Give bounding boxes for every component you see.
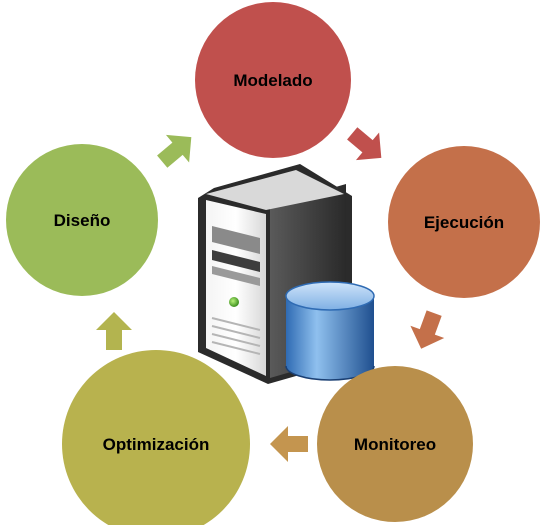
- server-tower-top: [206, 170, 344, 210]
- node-label: Modelado: [233, 71, 312, 90]
- node-diseno: Diseño: [6, 144, 158, 296]
- arrow-monitoreo-to-optimizacion: [270, 426, 308, 462]
- drive-bay: [212, 266, 260, 286]
- node-circle: [317, 366, 473, 522]
- cycle-arrows: [96, 127, 445, 462]
- cycle-nodes: Modelado Ejecución Monitoreo Optimizació…: [6, 2, 540, 525]
- vent-lines: [211, 317, 261, 355]
- node-optimizacion: Optimización: [62, 350, 250, 525]
- drive-bay: [212, 226, 260, 254]
- node-label: Diseño: [54, 211, 111, 230]
- server-tower-front: [206, 200, 266, 376]
- node-label: Optimización: [103, 435, 210, 454]
- node-circle: [6, 144, 158, 296]
- arrow-diseno-to-modelado: [157, 134, 192, 168]
- node-monitoreo: Monitoreo: [317, 366, 473, 522]
- arrow-ejecucion-to-monitoreo: [410, 310, 445, 349]
- node-label: Ejecución: [424, 213, 504, 232]
- node-circle: [62, 350, 250, 525]
- node-modelado: Modelado: [195, 2, 351, 158]
- node-circle: [388, 146, 540, 298]
- node-circle: [195, 2, 351, 158]
- arrow-optimizacion-to-diseno: [96, 312, 132, 350]
- node-label: Monitoreo: [354, 435, 436, 454]
- node-ejecucion: Ejecución: [388, 146, 540, 298]
- drive-bay: [212, 250, 260, 272]
- server-database-icon: [198, 164, 375, 384]
- arrow-modelado-to-ejecucion: [347, 127, 382, 161]
- database-cylinder: [285, 281, 375, 381]
- power-led: [229, 297, 239, 307]
